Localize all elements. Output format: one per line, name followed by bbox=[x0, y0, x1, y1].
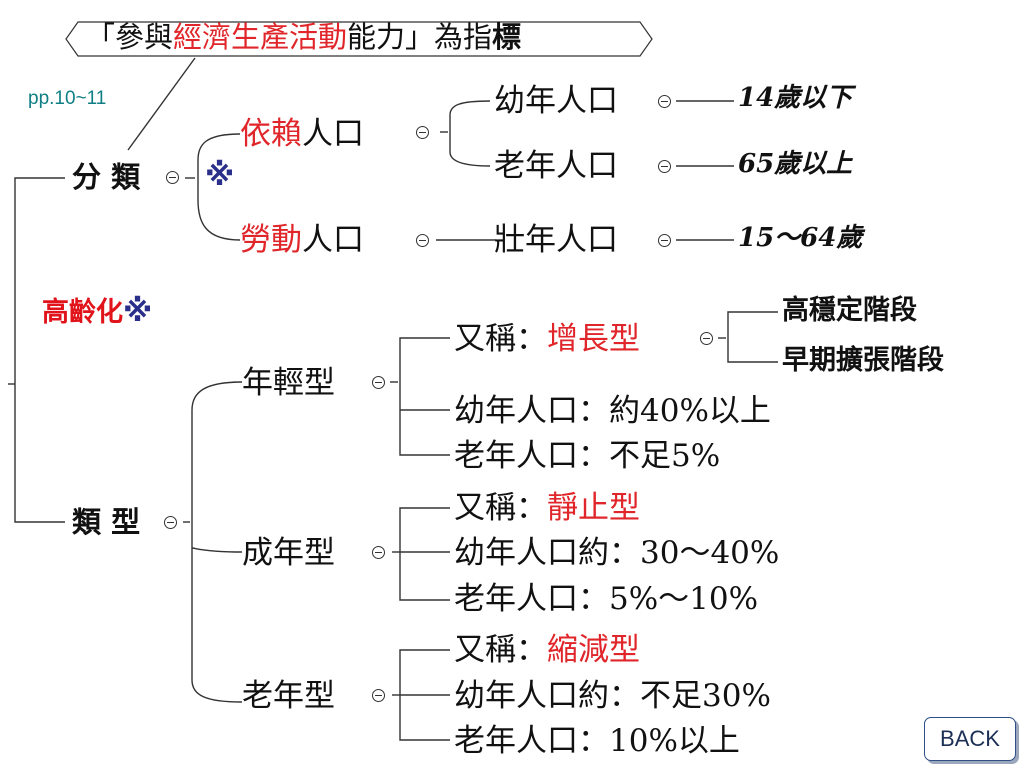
dependent-rest: 人口 bbox=[302, 116, 364, 152]
old-type-young-pop: 幼年人口約：不足30% bbox=[454, 678, 771, 714]
collapse-icon[interactable] bbox=[700, 332, 713, 345]
young-population: 幼年人口 bbox=[494, 83, 618, 119]
stage-high-stationary: 高穩定階段 bbox=[782, 295, 917, 326]
collapse-icon[interactable] bbox=[166, 171, 179, 184]
collapse-icon[interactable] bbox=[658, 160, 671, 173]
collapse-icon[interactable] bbox=[416, 126, 429, 139]
old-type-alias: 又稱：縮減型 bbox=[454, 631, 640, 669]
reference-mark-icon: ※ bbox=[123, 294, 153, 329]
adult-type-name: 成年型 bbox=[242, 535, 335, 571]
reference-mark-icon: ※ bbox=[205, 158, 235, 193]
labor-population: 勞動人口 bbox=[240, 221, 364, 259]
young-type-alias: 又稱：增長型 bbox=[454, 320, 640, 358]
collapse-icon[interactable] bbox=[164, 516, 177, 529]
young-type-young-pop: 幼年人口：約40%以上 bbox=[454, 393, 771, 429]
collapse-icon[interactable] bbox=[658, 95, 671, 108]
prime-age-range: 15～64歲 bbox=[738, 223, 863, 253]
young-type-name: 年輕型 bbox=[242, 365, 335, 401]
adult-type-young-pop: 幼年人口約：30～40% bbox=[454, 535, 780, 571]
callout-text: 「參與經濟生產活動能力」為指標 bbox=[86, 20, 521, 54]
dependent-population: 依賴人口 bbox=[240, 115, 364, 153]
alias-prefix: 又稱： bbox=[454, 321, 547, 357]
collapse-icon[interactable] bbox=[372, 546, 385, 559]
callout-pre: 「參與 bbox=[86, 20, 174, 54]
alias-prefix: 又稱： bbox=[454, 490, 547, 526]
young-type-old-pop: 老年人口：不足5% bbox=[454, 438, 721, 474]
alias-value: 縮減型 bbox=[547, 632, 640, 668]
collapse-icon[interactable] bbox=[372, 689, 385, 702]
labor-red: 勞動 bbox=[240, 222, 302, 258]
callout-last: 標 bbox=[492, 20, 522, 54]
callout-red: 經濟生產活動 bbox=[173, 20, 348, 54]
collapse-icon[interactable] bbox=[372, 376, 385, 389]
old-type-old-pop: 老年人口：10%以上 bbox=[454, 723, 740, 759]
alias-prefix: 又稱： bbox=[454, 632, 547, 668]
dependent-red: 依賴 bbox=[240, 116, 302, 152]
alias-value: 靜止型 bbox=[547, 490, 640, 526]
old-population: 老年人口 bbox=[494, 148, 618, 184]
classify-label: 分 類 bbox=[72, 160, 141, 194]
collapse-icon[interactable] bbox=[658, 234, 671, 247]
young-age-range: 14歲以下 bbox=[738, 83, 853, 113]
stage-early-expanding: 早期擴張階段 bbox=[782, 345, 944, 376]
old-type-name: 老年型 bbox=[242, 678, 335, 714]
adult-type-alias: 又稱：靜止型 bbox=[454, 489, 640, 527]
types-label: 類 型 bbox=[72, 505, 141, 539]
aging-label: 高齡化※ bbox=[42, 295, 152, 330]
old-age-range: 65歲以上 bbox=[738, 149, 853, 179]
alias-value: 增長型 bbox=[547, 321, 640, 357]
back-button[interactable]: BACK bbox=[924, 717, 1016, 761]
aging-text: 高齡化 bbox=[42, 297, 123, 328]
prime-population: 壯年人口 bbox=[494, 222, 618, 258]
callout-post: 能力」為指 bbox=[347, 20, 493, 54]
collapse-icon[interactable] bbox=[416, 234, 429, 247]
adult-type-old-pop: 老年人口：5%～10% bbox=[454, 581, 759, 617]
page-reference: pp.10~11 bbox=[28, 88, 107, 109]
labor-rest: 人口 bbox=[302, 222, 364, 258]
